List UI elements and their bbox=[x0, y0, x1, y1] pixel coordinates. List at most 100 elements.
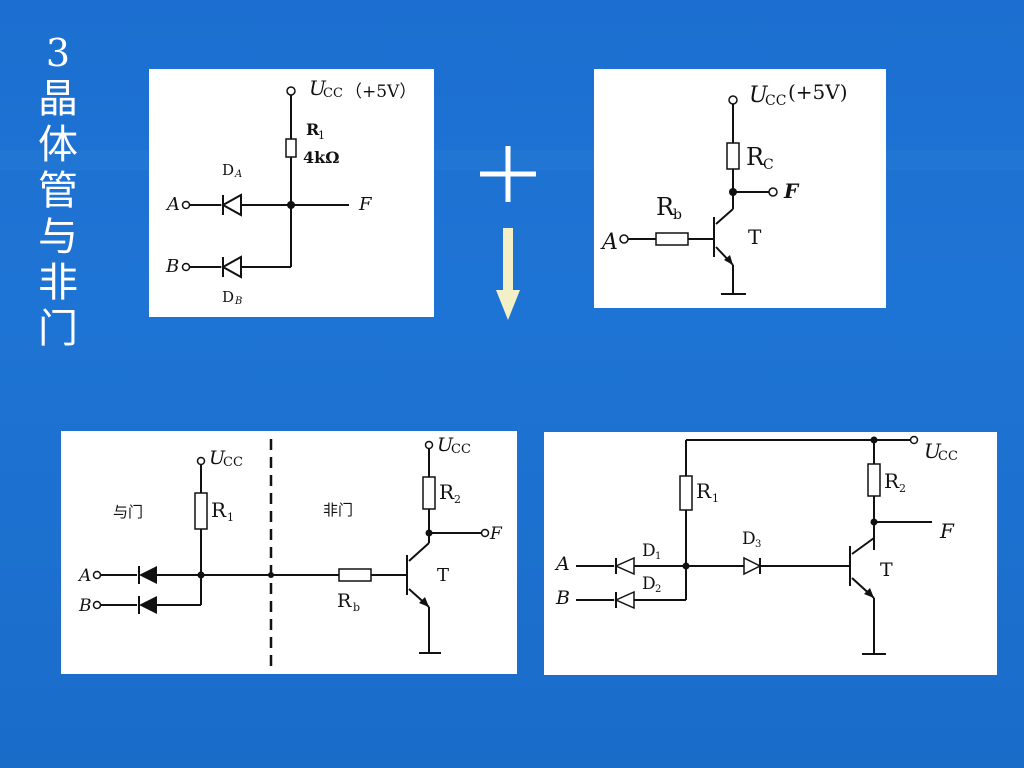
emitter-arrow bbox=[419, 597, 429, 607]
junction-dot bbox=[197, 571, 205, 579]
ucc-value: (+5V) bbox=[788, 80, 848, 104]
r1-value: 4kΩ bbox=[303, 148, 339, 167]
a-label: A bbox=[77, 566, 91, 586]
a-label: A bbox=[600, 230, 618, 255]
diode-d1 bbox=[614, 556, 635, 576]
resistor-r1 bbox=[679, 475, 693, 511]
not-gate-label: 非门 bbox=[323, 501, 353, 519]
ucc2-sub: CC bbox=[451, 442, 471, 457]
arrow-shaft bbox=[503, 228, 513, 290]
diode-d2 bbox=[614, 590, 635, 610]
r2-sub: 2 bbox=[899, 482, 906, 495]
a-terminal bbox=[619, 234, 629, 244]
diode-b bbox=[139, 596, 157, 614]
down-arrow-icon bbox=[496, 290, 520, 320]
r1-label: R bbox=[306, 120, 320, 139]
resistor-rc bbox=[726, 142, 740, 170]
f-label: F bbox=[358, 194, 373, 215]
dtl-nand-gate-panel: U CC R 1 R 2 F A D 1 B D 2 D 3 bbox=[544, 432, 997, 675]
slide-title: 3 晶 体 管 与 非 门 bbox=[38, 30, 78, 352]
rc-label: R bbox=[746, 143, 765, 171]
ucc-sub: CC bbox=[765, 93, 786, 109]
a-label: A bbox=[165, 194, 180, 215]
slide-number: 3 bbox=[45, 31, 71, 75]
resistor-rb bbox=[655, 232, 689, 246]
diode-and-gate-circuit: U CC （+5V） R 1 4kΩ D A A F B D B bbox=[165, 76, 416, 307]
t-label: T bbox=[748, 225, 762, 249]
ucc-terminal bbox=[286, 86, 296, 96]
and-gate-label: 与门 bbox=[113, 503, 143, 521]
f-terminal bbox=[480, 528, 490, 538]
ucc-terminal bbox=[909, 435, 919, 445]
emitter-arrow bbox=[724, 255, 733, 265]
r2-label: R bbox=[439, 480, 455, 504]
resistor-r1 bbox=[194, 492, 208, 530]
rb-sub: b bbox=[673, 207, 682, 223]
title-char: 非 bbox=[38, 260, 78, 306]
diode-da bbox=[220, 193, 242, 217]
rb-sub: b bbox=[353, 601, 360, 614]
ucc-value: （+5V） bbox=[345, 82, 416, 102]
r1-sub: 1 bbox=[227, 511, 234, 524]
ucc-sub: CC bbox=[938, 449, 958, 464]
junction-dot bbox=[682, 562, 690, 570]
ucc-terminal bbox=[196, 456, 206, 466]
plus-arrow-graphic bbox=[480, 146, 536, 320]
diode-d3 bbox=[743, 556, 762, 576]
resistor-r2 bbox=[867, 463, 881, 497]
db-label: D bbox=[222, 288, 234, 306]
diode-a bbox=[139, 566, 157, 584]
b-label: B bbox=[78, 596, 92, 616]
resistor-rb bbox=[338, 568, 372, 582]
ucc-terminal bbox=[728, 95, 738, 105]
da-label: D bbox=[222, 161, 234, 179]
rc-sub: C bbox=[763, 157, 774, 173]
resistor-r2 bbox=[422, 476, 436, 510]
ucc-label: U bbox=[209, 447, 226, 469]
t-label: T bbox=[437, 565, 449, 586]
title-char: 门 bbox=[38, 306, 78, 352]
a-terminal bbox=[181, 200, 191, 210]
resistor-r1 bbox=[285, 138, 297, 158]
d2-sub: 2 bbox=[655, 584, 661, 595]
b-terminal bbox=[181, 262, 191, 272]
collector-lead bbox=[408, 542, 430, 562]
transistor-not-gate-panel: U CC (+5V) R C F T R b A bbox=[594, 69, 886, 308]
b-label: B bbox=[555, 587, 570, 609]
db-sub: B bbox=[234, 296, 242, 307]
f-label: F bbox=[489, 524, 503, 544]
ucc-sub: CC bbox=[323, 86, 343, 101]
r2-sub: 2 bbox=[454, 493, 461, 506]
da-sub: A bbox=[234, 169, 242, 180]
ucc-label: U bbox=[924, 439, 942, 463]
rb-label: R bbox=[337, 590, 352, 612]
ucc2-terminal bbox=[424, 440, 434, 450]
r1-sub: 1 bbox=[712, 492, 719, 505]
a-terminal bbox=[92, 570, 102, 580]
and-not-combined-panel: U CC R 1 与门 非门 A B R b T U CC bbox=[61, 431, 517, 674]
f-label: F bbox=[939, 519, 955, 543]
rb-label: R bbox=[656, 193, 675, 221]
and-not-combined-circuit: U CC R 1 与门 非门 A B R b T U CC bbox=[77, 434, 503, 669]
collector-lead bbox=[715, 208, 734, 225]
dtl-nand-gate-circuit: U CC R 1 R 2 F A D 1 B D 2 D 3 bbox=[554, 435, 958, 655]
f-terminal bbox=[768, 187, 778, 197]
title-char: 晶 bbox=[38, 76, 78, 122]
r1-label: R bbox=[211, 498, 227, 522]
ucc-label: U bbox=[309, 76, 327, 100]
emitter-arrow bbox=[864, 588, 874, 598]
title-char: 体 bbox=[38, 122, 78, 168]
r2-label: R bbox=[884, 469, 900, 493]
junction-dot bbox=[268, 572, 274, 578]
a-label: A bbox=[554, 553, 570, 575]
b-label: B bbox=[165, 256, 179, 277]
ucc-sub: CC bbox=[223, 455, 243, 470]
title-char: 与 bbox=[38, 214, 78, 260]
d3-sub: 3 bbox=[755, 539, 761, 550]
b-terminal bbox=[92, 600, 102, 610]
r1-label: R bbox=[696, 479, 712, 503]
ucc-label: U bbox=[749, 83, 769, 108]
diode-and-gate-panel: U CC （+5V） R 1 4kΩ D A A F B D B bbox=[149, 69, 434, 317]
operator-group bbox=[470, 140, 550, 330]
title-char: 管 bbox=[38, 168, 78, 214]
